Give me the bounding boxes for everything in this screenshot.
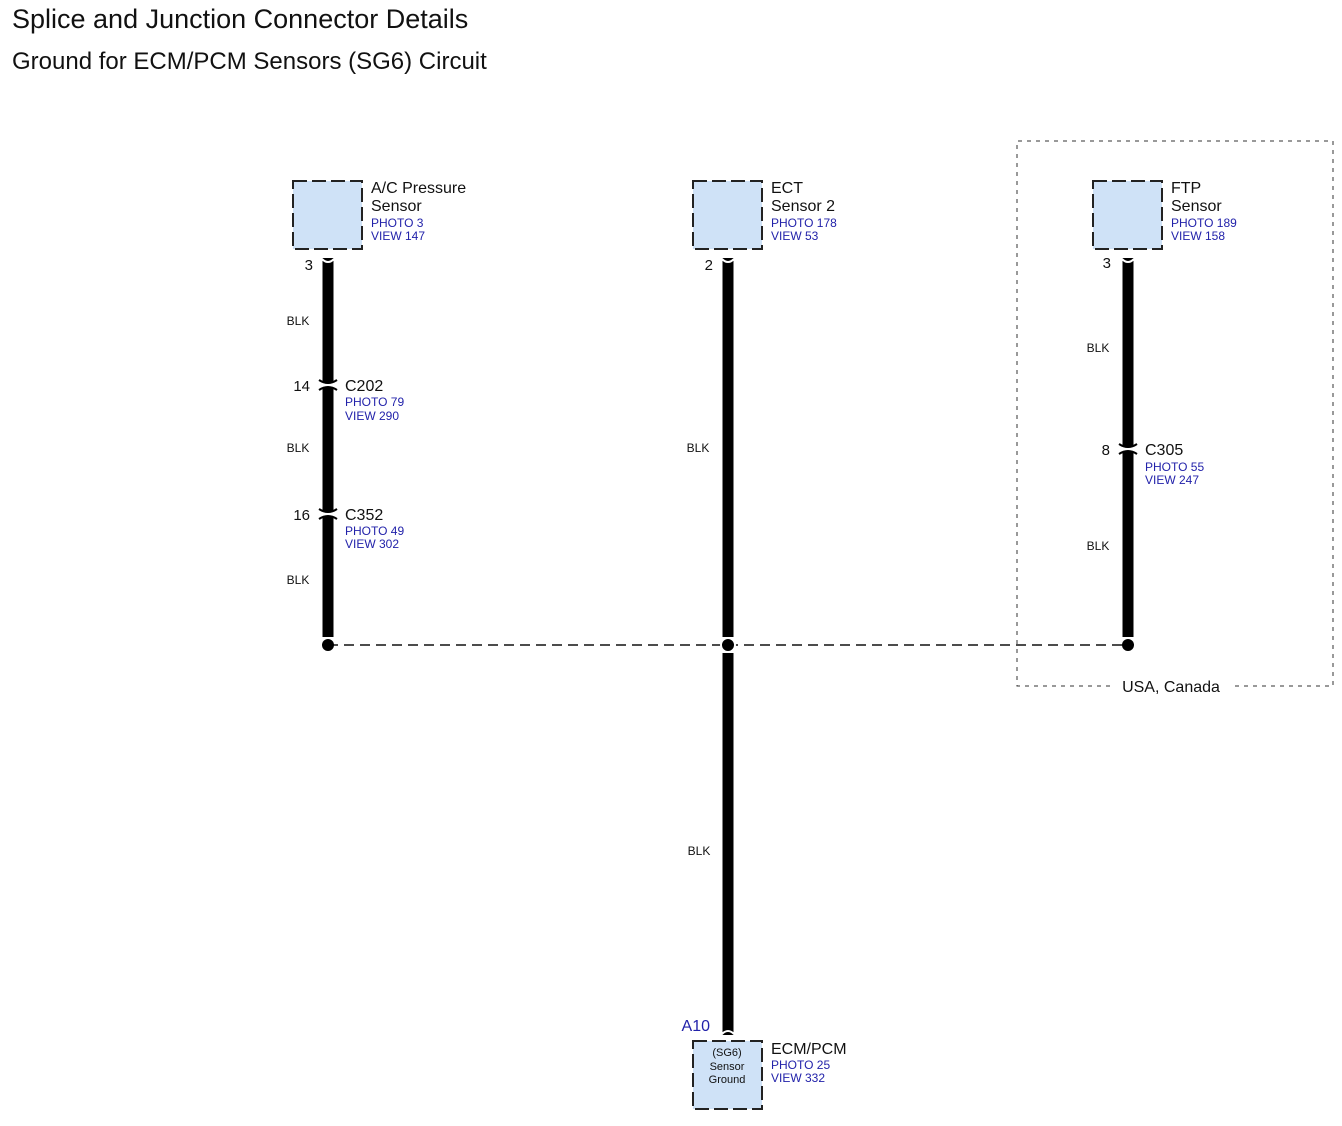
splice-point-right — [1122, 639, 1134, 651]
c202-photo-link[interactable]: PHOTO 79 — [345, 395, 404, 409]
c202-pin: 14 — [293, 378, 310, 395]
ftp-name-line1: FTP — [1171, 180, 1201, 197]
c305-pin: 8 — [1102, 442, 1110, 459]
terminal-cap-ect — [721, 258, 735, 263]
ac-pressure-sensor-box — [292, 180, 363, 250]
ecm-inner-circuit: (SG6) — [712, 1047, 741, 1059]
wire-color-label: BLK — [287, 441, 310, 455]
c305-photo-link[interactable]: PHOTO 55 — [1145, 460, 1204, 474]
c202-view-link[interactable]: VIEW 290 — [345, 409, 399, 423]
ac-pressure-view-link[interactable]: VIEW 147 — [371, 229, 425, 243]
page-subtitle: Ground for ECM/PCM Sensors (SG6) Circuit — [12, 48, 487, 75]
wire-color-label: BLK — [287, 314, 310, 328]
ecm-name: ECM/PCM — [771, 1041, 847, 1058]
ac-pressure-name-line2: Sensor — [371, 198, 422, 215]
ect-sensor-box — [692, 180, 763, 250]
ftp-sensor-box — [1092, 180, 1163, 250]
c352-name: C352 — [345, 507, 383, 524]
ac-pressure-photo-link[interactable]: PHOTO 3 — [371, 216, 424, 230]
c352-photo-link[interactable]: PHOTO 49 — [345, 524, 404, 538]
terminal-cap-ac — [321, 258, 335, 263]
ac-pressure-pin: 3 — [305, 257, 313, 274]
region-label: USA, Canada — [1122, 679, 1220, 696]
wire-color-label: BLK — [1087, 539, 1110, 553]
ect-pin: 2 — [705, 257, 713, 274]
terminal-cap-ecm — [721, 1030, 735, 1035]
c202-name: C202 — [345, 378, 383, 395]
ftp-view-link[interactable]: VIEW 158 — [1171, 229, 1225, 243]
page-title: Splice and Junction Connector Details — [12, 4, 469, 34]
c305-name: C305 — [1145, 442, 1183, 459]
wire-color-label: BLK — [1087, 341, 1110, 355]
ect-view-link[interactable]: VIEW 53 — [771, 229, 819, 243]
splice-point-left — [322, 639, 334, 651]
c352-view-link[interactable]: VIEW 302 — [345, 537, 399, 551]
ect-photo-link[interactable]: PHOTO 178 — [771, 216, 837, 230]
connector-break-c352 — [318, 508, 338, 520]
ecm-view-link[interactable]: VIEW 332 — [771, 1071, 825, 1085]
splice-point-center — [720, 637, 736, 653]
ecm-inner-label: Sensor — [710, 1061, 745, 1073]
ecm-pin: A10 — [682, 1018, 711, 1035]
c305-view-link[interactable]: VIEW 247 — [1145, 473, 1199, 487]
wire-color-label: BLK — [688, 844, 711, 858]
ecm-inner-label: Ground — [709, 1074, 746, 1086]
ecm-pcm-box — [692, 1040, 763, 1110]
ecm-photo-link[interactable]: PHOTO 25 — [771, 1058, 830, 1072]
terminal-cap-ftp — [1121, 258, 1135, 263]
ftp-name-line2: Sensor — [1171, 198, 1222, 215]
connector-break-c202 — [318, 379, 338, 391]
connector-break-c305 — [1118, 443, 1138, 455]
ftp-photo-link[interactable]: PHOTO 189 — [1171, 216, 1237, 230]
region-box — [1016, 140, 1334, 687]
ftp-pin: 3 — [1103, 255, 1111, 272]
wire-color-label: BLK — [687, 441, 710, 455]
wire-color-label: BLK — [287, 573, 310, 587]
ect-name-line1: ECT — [771, 180, 803, 197]
ac-pressure-name-line1: A/C Pressure — [371, 180, 466, 197]
ect-name-line2: Sensor 2 — [771, 198, 835, 215]
c352-pin: 16 — [293, 507, 310, 524]
